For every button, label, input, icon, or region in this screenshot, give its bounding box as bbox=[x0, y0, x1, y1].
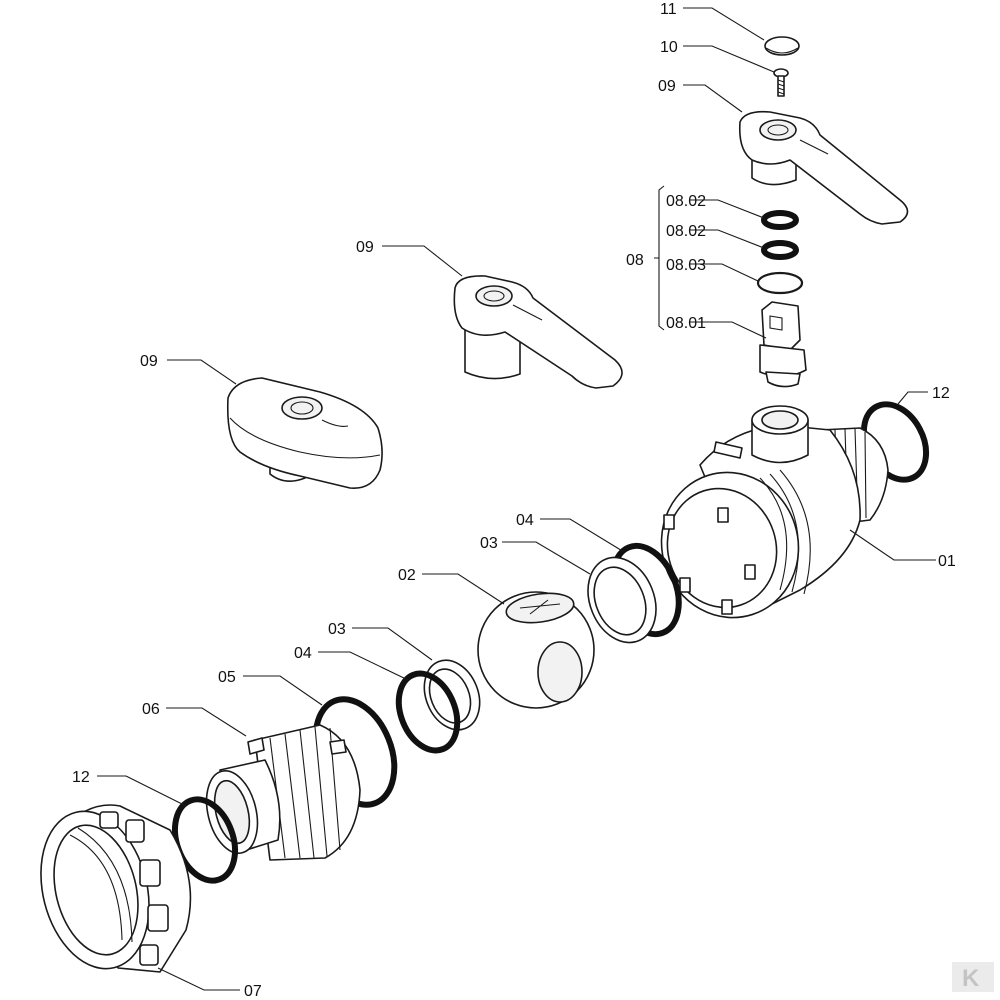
label-07: 07 bbox=[244, 983, 262, 1000]
part-09-handle-top bbox=[738, 110, 909, 225]
label-12-right: 12 bbox=[932, 385, 950, 402]
part-09-handle-tee bbox=[226, 377, 383, 489]
label-06: 06 bbox=[142, 701, 160, 718]
label-03-upper: 03 bbox=[480, 535, 498, 552]
svg-text:K: K bbox=[962, 965, 980, 992]
label-09-tee: 09 bbox=[140, 353, 158, 370]
part-01-valve-body bbox=[660, 405, 889, 619]
label-03-lower: 03 bbox=[328, 621, 346, 638]
part-labels: 11 10 09 08.02 08.02 08 08.03 08.01 09 0… bbox=[72, 1, 956, 1000]
part-06-union-end bbox=[205, 724, 361, 861]
label-08: 08 bbox=[626, 252, 644, 269]
watermark-logo: K bbox=[952, 962, 994, 992]
part-09-handle-middle bbox=[453, 275, 623, 389]
label-09-middle: 09 bbox=[356, 239, 374, 256]
part-08-03-ring bbox=[756, 271, 804, 295]
part-11-cap bbox=[764, 36, 800, 56]
label-08-02-upper: 08.02 bbox=[666, 193, 706, 210]
label-09-top: 09 bbox=[658, 78, 676, 95]
label-08-02-lower: 08.02 bbox=[666, 223, 706, 240]
part-02-ball bbox=[477, 591, 595, 709]
part-10-screw bbox=[773, 68, 789, 97]
label-04-lower: 04 bbox=[294, 645, 312, 662]
part-03-seat-upper bbox=[587, 556, 657, 644]
label-08-01: 08.01 bbox=[666, 315, 706, 332]
part-08-02-seal-lower bbox=[761, 240, 799, 260]
part-07-union-nut bbox=[40, 804, 192, 973]
label-02: 02 bbox=[398, 567, 416, 584]
label-01: 01 bbox=[938, 553, 956, 570]
label-12-lower: 12 bbox=[72, 769, 90, 786]
label-04-upper: 04 bbox=[516, 512, 534, 529]
part-08-01-stem bbox=[759, 301, 807, 388]
label-10: 10 bbox=[660, 39, 678, 56]
part-08-02-seal-upper bbox=[761, 210, 799, 230]
bracket-08 bbox=[654, 185, 665, 331]
label-05: 05 bbox=[218, 669, 236, 686]
label-11: 11 bbox=[660, 1, 677, 18]
label-08-03: 08.03 bbox=[666, 257, 706, 274]
part-04-seal-lower bbox=[395, 670, 461, 754]
leader-lines bbox=[97, 7, 936, 991]
